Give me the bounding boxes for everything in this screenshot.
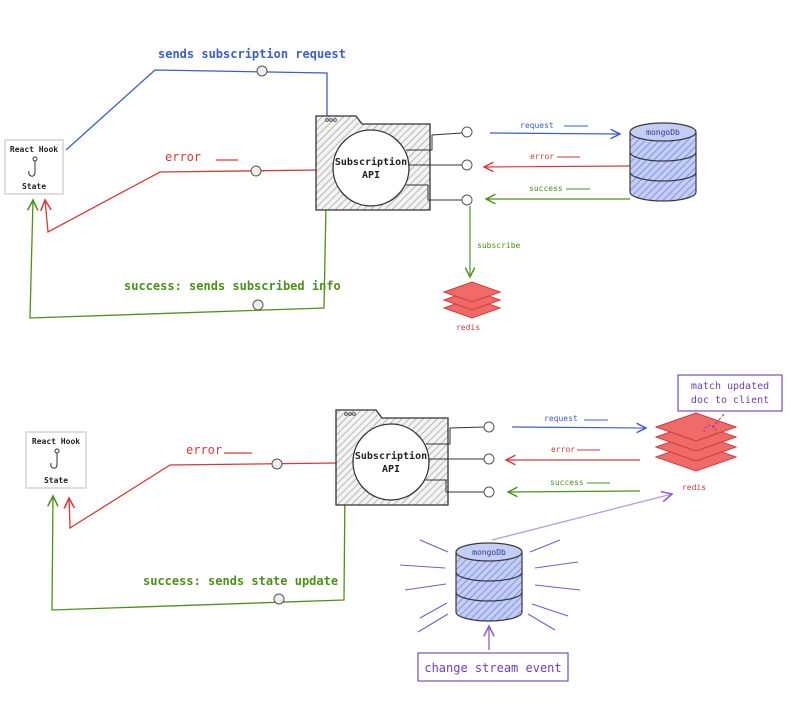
top-client-state: State xyxy=(22,182,46,191)
bottom-success-label: success: sends state update xyxy=(143,574,338,588)
top-error-node xyxy=(250,165,262,177)
bottom-success-node xyxy=(273,593,285,605)
bottom-redis-icon: redis xyxy=(654,412,738,492)
db-emission-rays xyxy=(399,539,581,633)
top-api-circle xyxy=(332,129,410,207)
top-sends-label: sends subscription request xyxy=(158,47,346,61)
change-stream-box xyxy=(417,652,569,682)
bottom-api-label: Subscription xyxy=(355,450,427,462)
bottom-redis-error-label: error xyxy=(551,445,575,454)
match-note-line1: match updated xyxy=(691,381,769,392)
top-port-request xyxy=(461,126,473,138)
top-api-folder: Subscription API xyxy=(315,115,463,211)
bottom-client-state: State xyxy=(44,476,68,485)
bottom-client-label: React Hook xyxy=(32,437,80,446)
bottom-redis-success-label: success xyxy=(550,478,584,487)
top-api-label-2: API xyxy=(362,170,380,181)
bottom-port-error xyxy=(483,453,495,465)
top-client-label: React Hook xyxy=(10,145,58,154)
bottom-redis-label: redis xyxy=(682,483,706,492)
refresh-icon xyxy=(703,425,717,437)
db-to-redis-arrow xyxy=(491,494,672,541)
bottom-api-folder: Subscription API xyxy=(335,409,485,506)
bottom-port-request xyxy=(483,421,495,433)
bottom-diagram: React Hook State error success: sends st… xyxy=(25,374,783,682)
top-subscribe-label: subscribe xyxy=(477,241,521,250)
bottom-api-circle xyxy=(352,423,430,501)
top-success-node xyxy=(252,299,264,311)
bottom-error-line xyxy=(69,462,337,530)
bottom-redis-success-arrow xyxy=(508,491,641,492)
top-redis-icon: redis xyxy=(442,281,502,332)
top-error-line xyxy=(45,169,319,234)
top-success-label: success: sends subscribed info xyxy=(124,279,341,293)
bottom-error-label: error xyxy=(186,443,222,457)
bottom-error-node xyxy=(271,458,283,470)
change-stream-label: change stream event xyxy=(424,661,561,675)
top-client-box: React Hook State xyxy=(4,139,64,195)
bottom-api-label-2: API xyxy=(382,464,400,475)
bottom-redis-request-arrow xyxy=(511,427,646,428)
top-db-error-arrow xyxy=(484,166,631,167)
match-note-line2: doc to client xyxy=(691,395,769,406)
top-db-success-label: success xyxy=(529,184,563,193)
bottom-success-line xyxy=(52,483,346,611)
bottom-db-label: mongoDb xyxy=(472,548,506,557)
top-port-error xyxy=(461,159,473,171)
hook-icon xyxy=(28,156,38,177)
top-request-node xyxy=(256,65,268,77)
top-diagram: React Hook State sends subscription requ… xyxy=(4,47,697,332)
top-success-line xyxy=(30,200,327,319)
top-db-error-label: error xyxy=(530,152,554,161)
hook-icon xyxy=(50,448,60,469)
top-db-request-arrow xyxy=(489,133,620,134)
top-request-line xyxy=(65,69,338,151)
bottom-client-box: React Hook State xyxy=(25,431,87,489)
top-mongodb-icon: mongoDb xyxy=(629,122,697,202)
top-redis-label: redis xyxy=(456,323,480,332)
top-api-label: Subscription xyxy=(335,156,407,168)
top-db-request-label: request xyxy=(520,121,554,130)
bottom-request-label: request xyxy=(544,414,578,423)
bottom-port-success xyxy=(483,486,495,498)
top-db-label: mongoDb xyxy=(646,128,680,137)
bottom-mongodb-icon: mongoDb xyxy=(455,542,523,622)
top-port-success xyxy=(461,194,473,206)
top-error-label: error xyxy=(165,150,201,164)
match-note: match updated doc to client xyxy=(677,374,783,429)
